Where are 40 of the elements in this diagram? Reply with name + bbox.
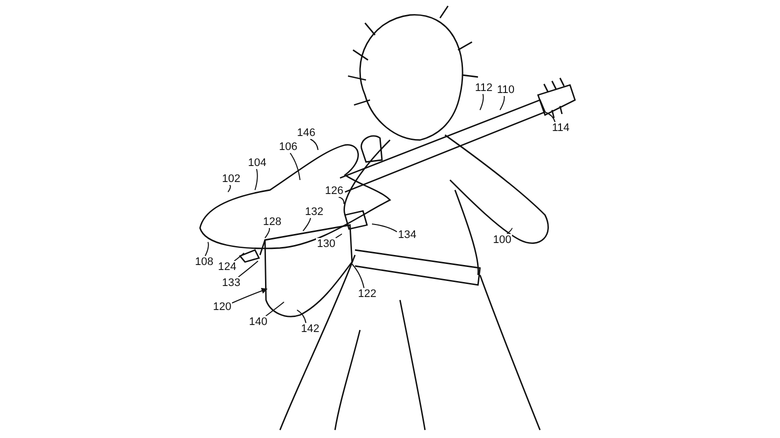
leader-line [265,302,284,316]
callout-number: 146 [296,127,316,139]
leader-line [238,260,258,278]
callout-number: 128 [262,216,282,228]
callout-number: 108 [194,256,214,268]
leader-line [228,184,231,192]
callout-number: 133 [221,277,242,289]
leader-line [352,264,364,288]
callout-number: 102 [221,173,242,185]
callout-number: 114 [551,122,571,134]
leader-line [302,218,312,232]
callout-number: 142 [300,323,320,335]
callout-number: 104 [247,157,268,169]
callout-number: 124 [217,261,238,273]
leader-arrow [232,288,268,304]
callout-number: 130 [316,238,336,250]
leader-line [506,228,513,234]
callout-number: 134 [397,229,418,241]
leader-line [372,224,398,232]
callout-number: 112 [474,82,494,94]
leader-line [254,168,258,190]
callout-number: 140 [248,316,268,328]
leader-line [290,152,300,180]
leader-line [310,138,318,150]
leader-line [500,96,505,110]
callout-number: 120 [212,301,232,313]
leader-line [480,94,484,110]
callout-number: 110 [496,84,516,96]
callout-number: 122 [357,288,378,300]
leader-line [234,252,244,262]
leader-line [338,196,344,204]
leader-line [204,242,209,256]
leader-line [264,228,270,238]
callout-number: 126 [324,185,344,197]
leader-line [296,310,306,324]
callout-number: 100 [492,234,512,246]
leader-line [335,234,342,238]
callout-number: 106 [278,141,298,153]
callout-number: 132 [304,206,324,218]
leader-line [544,112,556,122]
